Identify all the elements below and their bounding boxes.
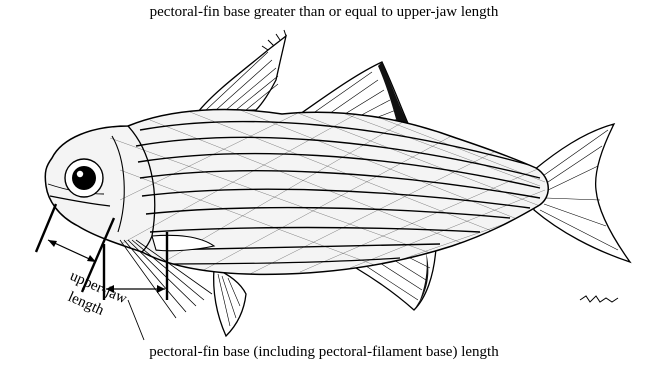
eye-icon — [65, 159, 103, 197]
artist-signature — [580, 296, 618, 302]
spiny-dorsal-fin — [198, 30, 286, 112]
pelvic-fin — [214, 268, 246, 336]
fish-body — [45, 110, 548, 275]
bottom-caption: pectoral-fin base (including pectoral-fi… — [0, 344, 648, 361]
